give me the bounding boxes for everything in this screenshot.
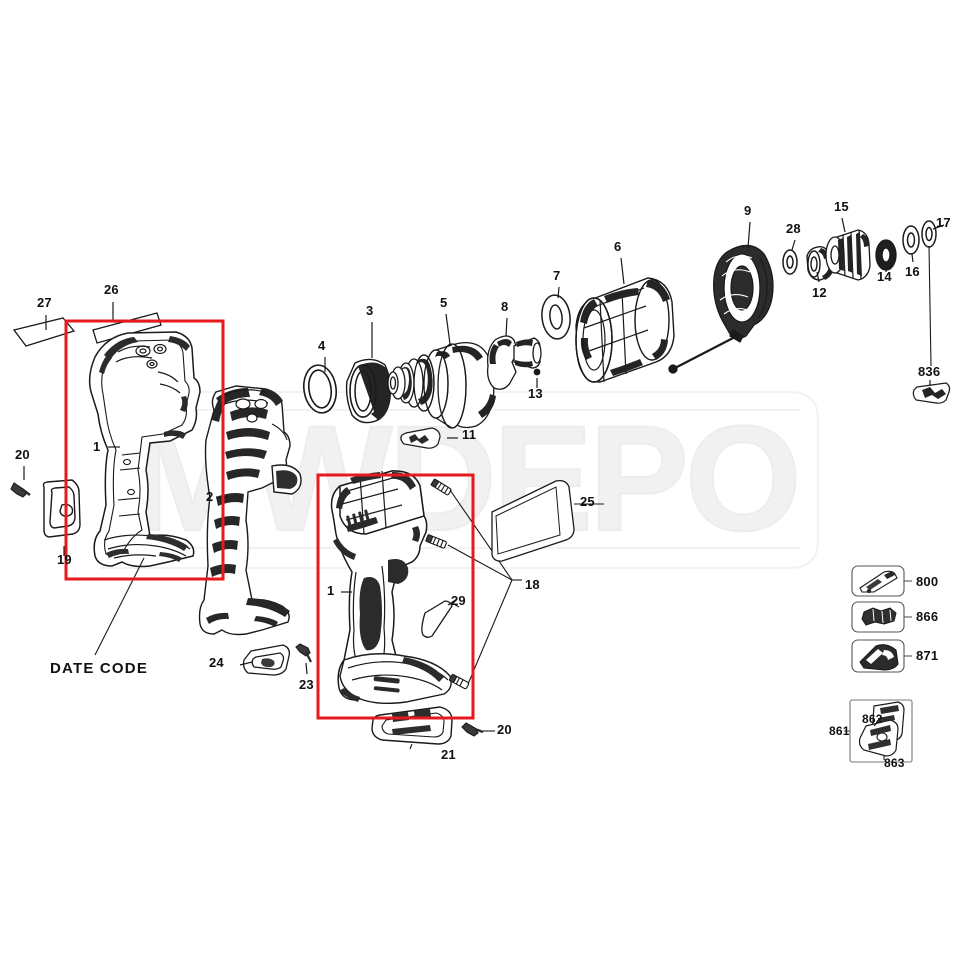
callout-27: 27 bbox=[37, 295, 52, 310]
part-20-screw-left bbox=[10, 482, 31, 498]
callout-21: 21 bbox=[441, 747, 456, 762]
part-866-bit-set bbox=[861, 607, 897, 626]
part-8-anvil bbox=[486, 335, 542, 390]
part-18-screws bbox=[425, 478, 522, 690]
callout-863: 863 bbox=[884, 756, 905, 770]
callout-23: 23 bbox=[299, 677, 314, 692]
part-6-motor-housing bbox=[575, 277, 675, 383]
callout-11: 11 bbox=[462, 427, 477, 442]
date-code-leader bbox=[94, 557, 145, 656]
callout-800: 800 bbox=[916, 574, 939, 589]
part-871-holster bbox=[859, 644, 899, 671]
callout-866: 866 bbox=[916, 609, 939, 624]
callout-3: 3 bbox=[366, 303, 374, 318]
callout-8: 8 bbox=[501, 299, 509, 314]
callout-24: 24 bbox=[209, 655, 224, 670]
part-19-cover bbox=[42, 479, 81, 538]
callout-836: 836 bbox=[918, 364, 941, 379]
part-25-nameplate bbox=[491, 479, 604, 562]
callout-28: 28 bbox=[786, 221, 801, 236]
callout-26: 26 bbox=[104, 282, 119, 297]
part-12-bearing bbox=[806, 245, 834, 281]
left-housing-highlight bbox=[64, 319, 225, 581]
part-861-charger-assembly bbox=[858, 701, 905, 760]
callout-13: 13 bbox=[528, 386, 543, 401]
callout-9: 9 bbox=[744, 203, 752, 218]
callout-5: 5 bbox=[440, 295, 448, 310]
callout-14: 14 bbox=[877, 269, 892, 284]
callout-15: 15 bbox=[834, 199, 849, 214]
assembled-tool-highlight bbox=[316, 473, 475, 720]
part-800-bit-tool bbox=[859, 570, 898, 594]
callout-862: 862 bbox=[862, 712, 883, 726]
part-29-bar bbox=[421, 598, 458, 638]
part-9-rotor bbox=[668, 244, 774, 374]
callout-4: 4 bbox=[318, 338, 326, 353]
part-28-washer bbox=[782, 249, 798, 275]
callout-12: 12 bbox=[812, 285, 827, 300]
callout-25: 25 bbox=[580, 494, 595, 509]
part-17-washer bbox=[921, 220, 937, 248]
part-1-left-housing bbox=[88, 331, 201, 568]
part-4-o-ring bbox=[303, 364, 337, 414]
part-7-washer bbox=[541, 294, 571, 340]
callout-1-left-housing: 1 bbox=[93, 439, 101, 454]
callout-16: 16 bbox=[905, 264, 920, 279]
callout-2: 2 bbox=[206, 489, 214, 504]
part-836-bit bbox=[912, 382, 951, 404]
callout-20-left: 20 bbox=[15, 447, 30, 462]
callout-861: 861 bbox=[829, 724, 850, 738]
callout-20-bottom: 20 bbox=[497, 722, 512, 737]
callout-17: 17 bbox=[936, 215, 951, 230]
part-11-clip bbox=[400, 427, 441, 449]
part-23-screw bbox=[295, 643, 312, 663]
part-3-collar bbox=[345, 358, 392, 424]
part-20-screw-bottom bbox=[461, 722, 495, 737]
callout-7: 7 bbox=[553, 268, 561, 283]
callout-1-assembled: 1 bbox=[327, 583, 335, 598]
part-27-strip bbox=[12, 317, 76, 347]
callout-871: 871 bbox=[916, 648, 939, 663]
callout-6: 6 bbox=[614, 239, 622, 254]
callout-18: 18 bbox=[525, 577, 540, 592]
accessory-boxes-group bbox=[844, 565, 913, 763]
callout-19: 19 bbox=[57, 552, 72, 567]
part-24-pad bbox=[242, 644, 291, 676]
date-code-label: DATE CODE bbox=[50, 660, 149, 677]
part-15-sleeve bbox=[825, 229, 871, 281]
part-13-pin bbox=[533, 368, 541, 376]
callout-29: 29 bbox=[451, 593, 466, 608]
part-16-washer bbox=[902, 225, 920, 255]
part-5-gearbox bbox=[387, 342, 496, 429]
